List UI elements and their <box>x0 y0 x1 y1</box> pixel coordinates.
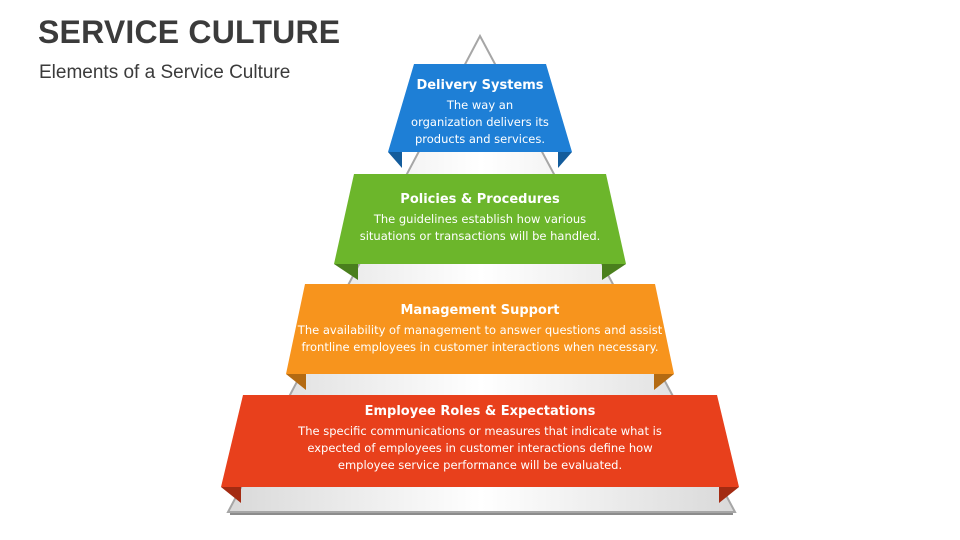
level-3-fold-left <box>286 374 306 390</box>
level-2-description: The guidelines establish how various sit… <box>359 212 601 243</box>
level-3-description: The availability of management to answer… <box>297 323 663 354</box>
level-4-description: The specific communications or measures … <box>298 424 662 472</box>
level-employee-roles <box>221 395 739 503</box>
level-1-fold-left <box>388 152 402 168</box>
level-2-heading: Policies & Procedures <box>400 192 560 207</box>
level-3-text: Management Support The availability of m… <box>286 303 674 356</box>
level-3-band <box>286 284 674 374</box>
level-4-heading: Employee Roles & Expectations <box>364 404 596 419</box>
level-1-band <box>388 64 572 152</box>
level-1-text: Delivery Systems The way an organization… <box>388 78 572 148</box>
level-4-fold-right <box>719 487 739 503</box>
level-1-description: The way an organization delivers its pro… <box>411 98 549 146</box>
level-2-fold-left <box>334 264 358 280</box>
level-4-fold-left <box>221 487 241 503</box>
page-title: SERVICE CULTURE <box>38 14 341 50</box>
level-2-band <box>334 174 626 264</box>
level-2-fold-right <box>602 264 626 280</box>
level-4-band <box>221 395 739 487</box>
level-delivery-systems <box>388 64 572 168</box>
page-subtitle: Elements of a Service Culture <box>39 62 291 83</box>
level-policies-procedures <box>334 174 626 280</box>
level-4-text: Employee Roles & Expectations The specif… <box>221 404 739 474</box>
level-management-support <box>286 284 674 390</box>
level-2-text: Policies & Procedures The guidelines est… <box>334 192 626 245</box>
level-3-fold-right <box>654 374 674 390</box>
level-3-heading: Management Support <box>400 303 560 318</box>
level-1-fold-right <box>558 152 572 168</box>
level-1-heading: Delivery Systems <box>416 78 544 93</box>
